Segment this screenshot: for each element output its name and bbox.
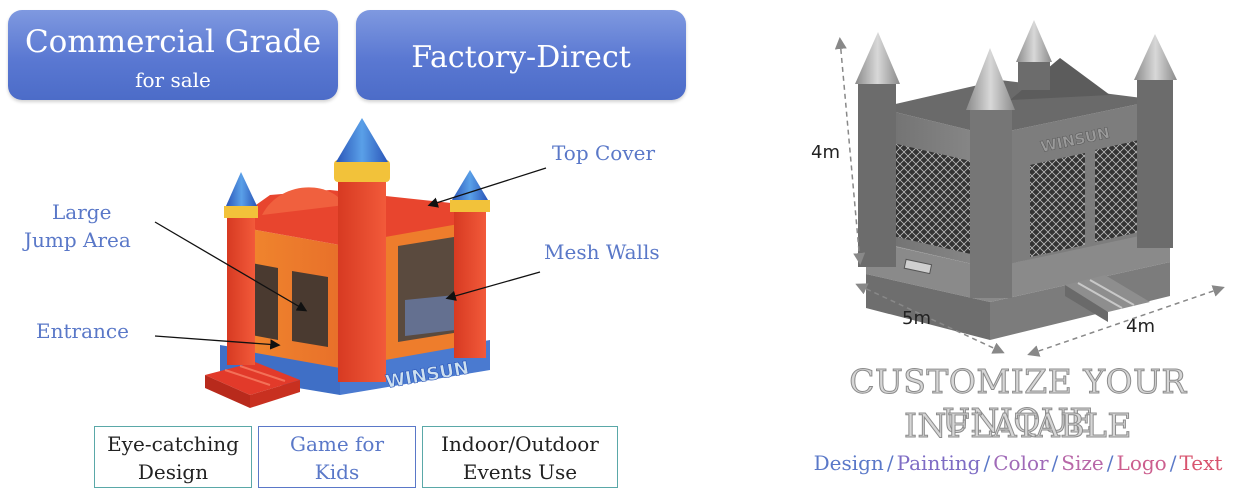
option-separator: / (1106, 451, 1114, 475)
top-cover-arrow (427, 167, 547, 208)
factory-direct-badge: Factory-Direct (356, 10, 686, 100)
feature-line: Design (137, 460, 209, 484)
customize-heading-line2: INFLATABLE (903, 406, 1133, 446)
commercial-grade-badge: Commercial Grade for sale (8, 10, 338, 100)
height-dimension-arrow (834, 37, 866, 265)
entrance-label: Entrance (36, 319, 129, 343)
option-color: Color (993, 451, 1049, 475)
option-logo: Logo (1116, 451, 1167, 475)
factory-direct-text: Factory-Direct (411, 40, 631, 75)
feature-indoor-outdoor: Indoor/Outdoor Events Use (422, 426, 618, 488)
width-dimension-arrow (1027, 285, 1225, 357)
feature-eye-catching: Eye-catching Design (94, 426, 252, 488)
feature-line: Game for (289, 432, 385, 456)
feature-game-for-kids: Game for Kids (258, 426, 416, 488)
length-dimension-label: 5m (902, 308, 931, 329)
customize-heading-line1: CUSTOMIZE YOUR UNIQUE (849, 362, 1187, 441)
width-dimension-label: 4m (1126, 316, 1155, 337)
mesh-walls-arrow (445, 271, 541, 301)
option-size: Size (1061, 451, 1104, 475)
customization-options: Design/Painting/Color/Size/Logo/Text (780, 451, 1256, 475)
large-jump-label-line2: Jump Area (24, 228, 131, 252)
red-bounce-castle-image: WINSUN (205, 118, 490, 408)
option-separator: / (983, 451, 991, 475)
mesh-walls-label: Mesh Walls (544, 240, 660, 264)
entrance-arrow (154, 335, 281, 350)
feature-line: Events Use (462, 460, 578, 484)
option-design: Design (813, 451, 884, 475)
option-separator: / (1051, 451, 1059, 475)
grey-castle-model-image: WINSUN (855, 20, 1177, 340)
feature-line: Eye-catching (107, 432, 239, 456)
feature-line: Kids (314, 460, 360, 484)
feature-line: Indoor/Outdoor (441, 432, 599, 456)
large-jump-label-line1: Large (52, 200, 112, 224)
option-separator: / (886, 451, 894, 475)
for-sale-text: for sale (135, 68, 211, 92)
option-painting: Painting (896, 451, 981, 475)
commercial-grade-text: Commercial Grade (24, 24, 322, 60)
large-jump-arrow (154, 221, 308, 312)
height-dimension-label: 4m (811, 142, 840, 163)
option-separator: / (1169, 451, 1177, 475)
top-cover-label: Top Cover (552, 141, 656, 165)
option-text: Text (1179, 451, 1223, 475)
